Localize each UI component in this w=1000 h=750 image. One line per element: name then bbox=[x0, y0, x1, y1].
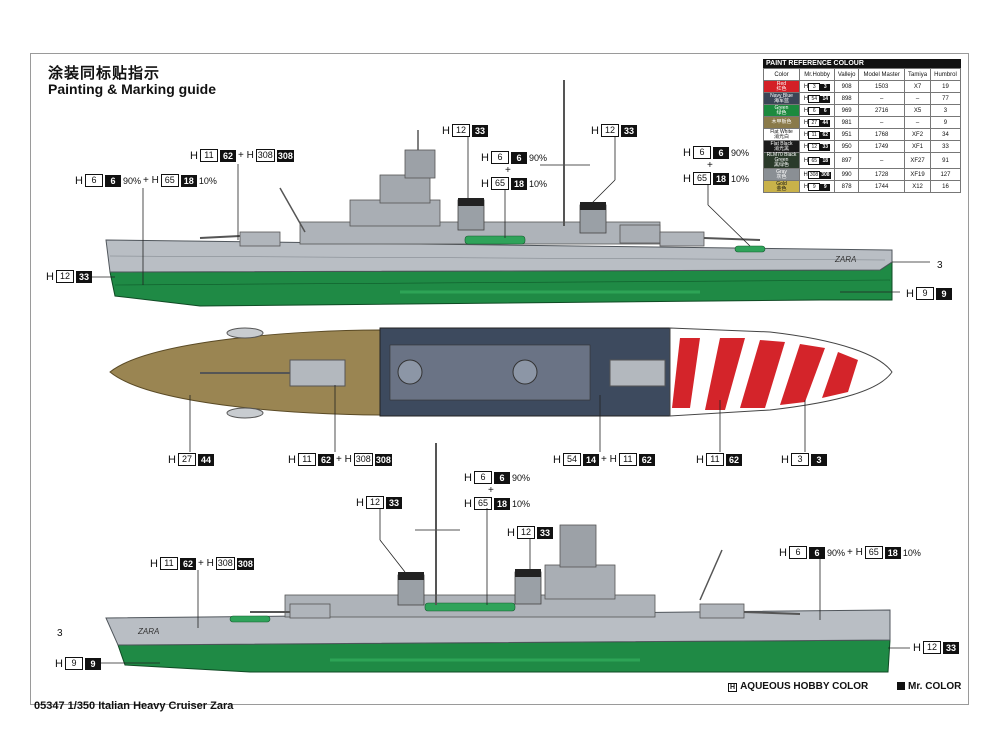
aqueous-mark: H bbox=[728, 683, 738, 692]
kit-code-title: 05347 1/350 Italian Heavy Cruiser Zara bbox=[34, 700, 234, 712]
pennant-right: 3 bbox=[937, 260, 943, 271]
paint-code-vallejo: 878 bbox=[834, 180, 860, 193]
title-english: Painting & Marking guide bbox=[48, 81, 217, 97]
paint-code-humbrol: 16 bbox=[929, 180, 962, 193]
paint-reference-table: PAINT REFERENCE COLOUR Color Mr.Hobby Va… bbox=[763, 59, 962, 193]
ship-name-bottom: ZARA bbox=[137, 627, 159, 636]
title-chinese: 涂装同标贴指示 bbox=[48, 64, 161, 82]
legend-mrcolor: Mr. COLOR bbox=[897, 681, 961, 692]
col-header: Mr.Hobby bbox=[798, 68, 836, 81]
paint-code-model-master: – bbox=[858, 116, 906, 129]
paint-table-header-row: Color Mr.Hobby Vallejo Model Master Tami… bbox=[763, 68, 962, 81]
color-swatch: 木甲板色 bbox=[763, 116, 800, 129]
col-header: Humbrol bbox=[929, 68, 962, 81]
paint-table-caption: PAINT REFERENCE COLOUR bbox=[763, 59, 961, 68]
paint-code-humbrol: 34 bbox=[929, 128, 962, 141]
ship-profile-starboard: ZARA 3 bbox=[105, 80, 943, 307]
mrcolor-mark bbox=[897, 682, 905, 691]
col-header: Color bbox=[763, 68, 800, 81]
col-header: Model Master bbox=[858, 68, 906, 81]
ship-deck-plan bbox=[109, 327, 893, 419]
ship-name-top: ZARA bbox=[834, 255, 856, 264]
leader-lines bbox=[90, 136, 930, 664]
col-header: Vallejo bbox=[834, 68, 860, 81]
ship-profile-port: ZARA 3 bbox=[57, 443, 891, 673]
paint-code-vallejo: 897 bbox=[834, 152, 860, 169]
pennant-left: 3 bbox=[57, 628, 63, 639]
paint-code-model-master: 1744 bbox=[858, 180, 906, 193]
